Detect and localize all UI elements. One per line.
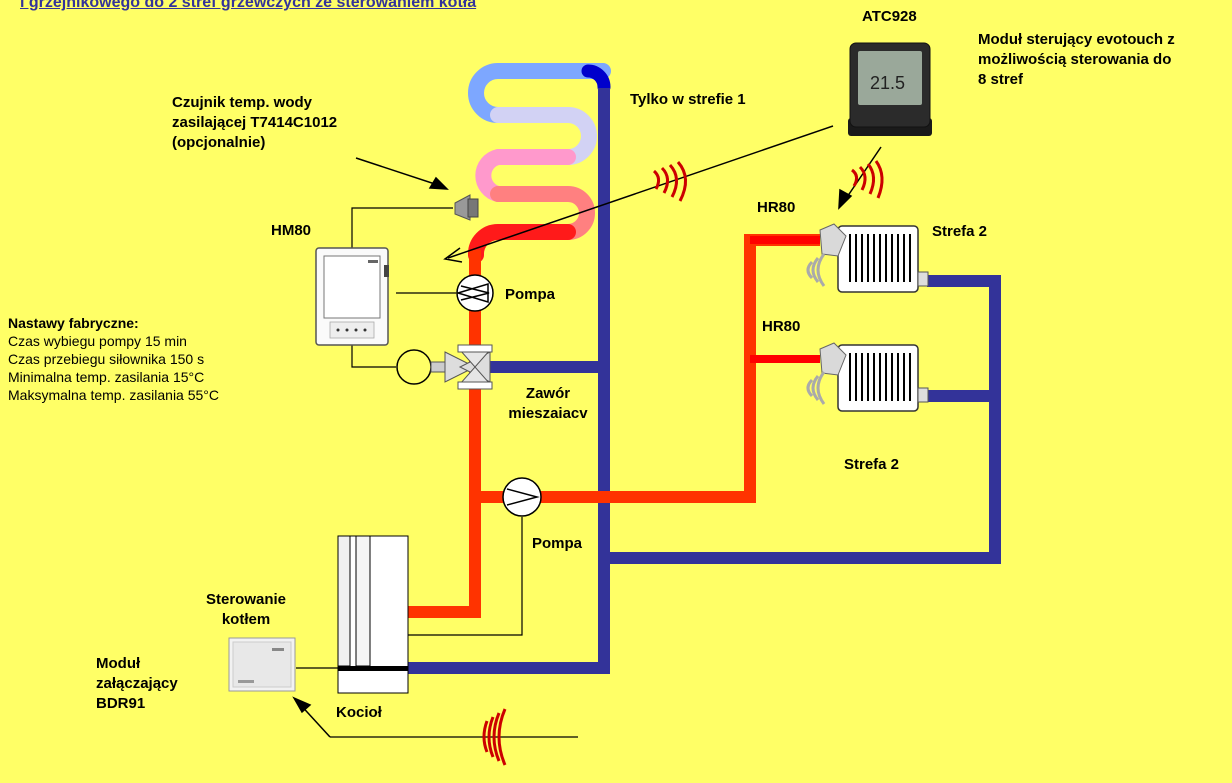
atc928-label: ATC928 [862, 8, 917, 25]
bdr91-module [228, 637, 296, 692]
radiator-supply-branch [750, 236, 820, 363]
pump-lower [502, 477, 542, 517]
hr80-top-label: HR80 [757, 199, 796, 216]
evotouch-line-2: możliwością sterowania do [978, 51, 1172, 68]
evotouch-description: Moduł sterujący evotouch z możliwością s… [978, 30, 1175, 90]
factory-setting-line: Czas wybiegu pompy 15 min [8, 333, 187, 349]
factory-setting-line: Czas przebiegu siłownika 150 s [8, 351, 205, 367]
radiator-top [819, 223, 929, 293]
page-title: i grzejnikowego do 2 stref grzewczych ze… [20, 0, 477, 11]
boiler [337, 535, 409, 694]
pump-upper [455, 274, 494, 312]
evotouch-line-3: 8 stref [978, 71, 1024, 88]
control-wires [296, 207, 578, 738]
boiler-label: Kocioł [336, 704, 382, 721]
bdr91-line-1: Moduł [96, 655, 141, 672]
sensor-description: Czujnik temp. wody zasilającej T7414C101… [172, 93, 337, 153]
factory-setting-line: Maksymalna temp. zasilania 55°C [8, 387, 220, 403]
water-temp-sensor [454, 194, 479, 221]
factory-settings: Nastawy fabryczne: Czas wybiegu pompy 15… [8, 314, 219, 404]
sensor-line-1: Czujnik temp. wody [172, 94, 313, 111]
hr80-bottom-label: HR80 [762, 318, 801, 335]
valve-line-1: Zawór [525, 385, 571, 402]
valve-line-2: mieszaiacv [508, 405, 588, 422]
evotouch-display-text: 21.5 [870, 73, 905, 93]
bdr91-line-2: załączający [96, 675, 178, 692]
radiator-bottom [819, 342, 929, 412]
hr80-signal-icons [806, 253, 826, 405]
bdr91-label: Moduł załączający BDR91 [96, 654, 178, 714]
boiler-control-label: Sterowanie kotłem [196, 590, 296, 630]
evotouch-device [848, 42, 932, 136]
pump-lower-label: Pompa [532, 535, 583, 552]
return-piping [408, 88, 1001, 674]
pump-upper-label: Pompa [505, 286, 556, 303]
wireless-signal-icons [482, 160, 884, 766]
evotouch-line-1: Moduł sterujący evotouch z [978, 31, 1175, 48]
zone-label-bottom: Strefa 2 [844, 456, 900, 473]
bdr91-line-3: BDR91 [96, 695, 146, 712]
mixing-valve-label: Zawór mieszaiacv [505, 384, 591, 424]
floor-heating-coil [468, 63, 611, 263]
zone-label-top: Strefa 2 [932, 223, 988, 240]
sensor-line-2: zasilającej T7414C1012 [172, 114, 338, 131]
mixing-valve [396, 344, 493, 390]
hm80-controller [315, 247, 389, 346]
zone1-only-label: Tylko w strefie 1 [630, 91, 746, 108]
factory-settings-header: Nastawy fabryczne: [8, 315, 139, 331]
factory-setting-line: Minimalna temp. zasilania 15°C [8, 369, 205, 385]
boiler-control-line-2: kotłem [221, 611, 271, 628]
sensor-line-3: (opcjonalnie) [172, 134, 266, 151]
hm80-label: HM80 [271, 222, 312, 239]
pointer-arrows [292, 125, 882, 738]
boiler-control-line-1: Sterowanie [205, 591, 287, 608]
